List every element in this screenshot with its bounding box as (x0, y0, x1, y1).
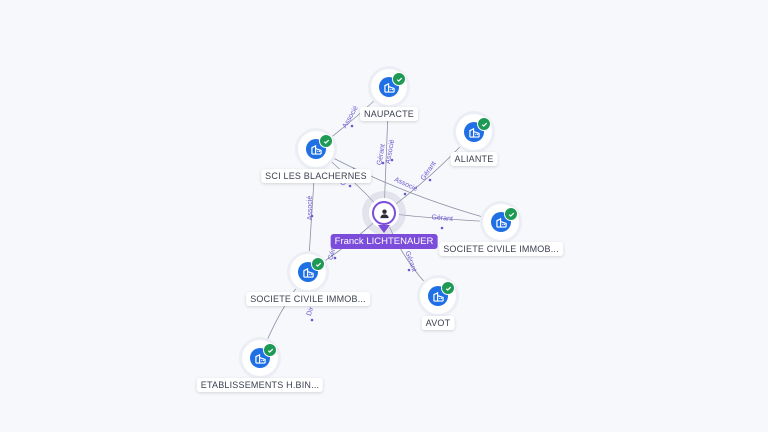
person-label[interactable]: Franck LICHTENAUER (330, 234, 438, 249)
edge-arrow (350, 124, 354, 128)
edge-arrow (403, 192, 407, 196)
edge-arrow (390, 158, 394, 162)
company-label[interactable]: ALIANTE (450, 152, 498, 166)
person-pin (369, 198, 399, 233)
verified-check-icon (311, 257, 325, 271)
edge-label: Gérant (431, 214, 453, 223)
company-label[interactable]: AVOT (421, 316, 455, 330)
edge-arrow (440, 226, 444, 230)
company-label[interactable]: NAUPACTE (360, 107, 418, 121)
edge-arrow (381, 161, 385, 165)
company-label[interactable]: SOCIETE CIVILE IMMOB... (439, 242, 563, 256)
verified-check-icon (392, 72, 406, 86)
verified-check-icon (319, 134, 333, 148)
edge-sci-les-blachernes-sci-immob-right (315, 148, 502, 223)
company-label[interactable]: SOCIETE CIVILE IMMOB... (246, 292, 370, 306)
edge-arrow (348, 184, 352, 188)
edge-arrow (310, 318, 314, 322)
person-icon (374, 203, 394, 223)
edge-arrow (333, 256, 337, 260)
edge-arrow (428, 178, 432, 182)
edge-label: Gérant (403, 250, 417, 273)
verified-check-icon (504, 207, 518, 221)
edge-label: Gérant (376, 144, 387, 166)
edge-label: Associé (307, 196, 314, 221)
company-label[interactable]: ETABLISSEMENTS H.BIN... (196, 378, 324, 392)
edge-label: Associé (385, 139, 396, 164)
verified-check-icon (263, 343, 277, 357)
edge-arrow (407, 268, 411, 272)
verified-check-icon (441, 281, 455, 295)
edge-arrow (310, 214, 314, 218)
verified-check-icon (477, 117, 491, 131)
company-label[interactable]: SCI LES BLACHERNES (261, 169, 371, 183)
edge-label: Dir (306, 305, 316, 316)
